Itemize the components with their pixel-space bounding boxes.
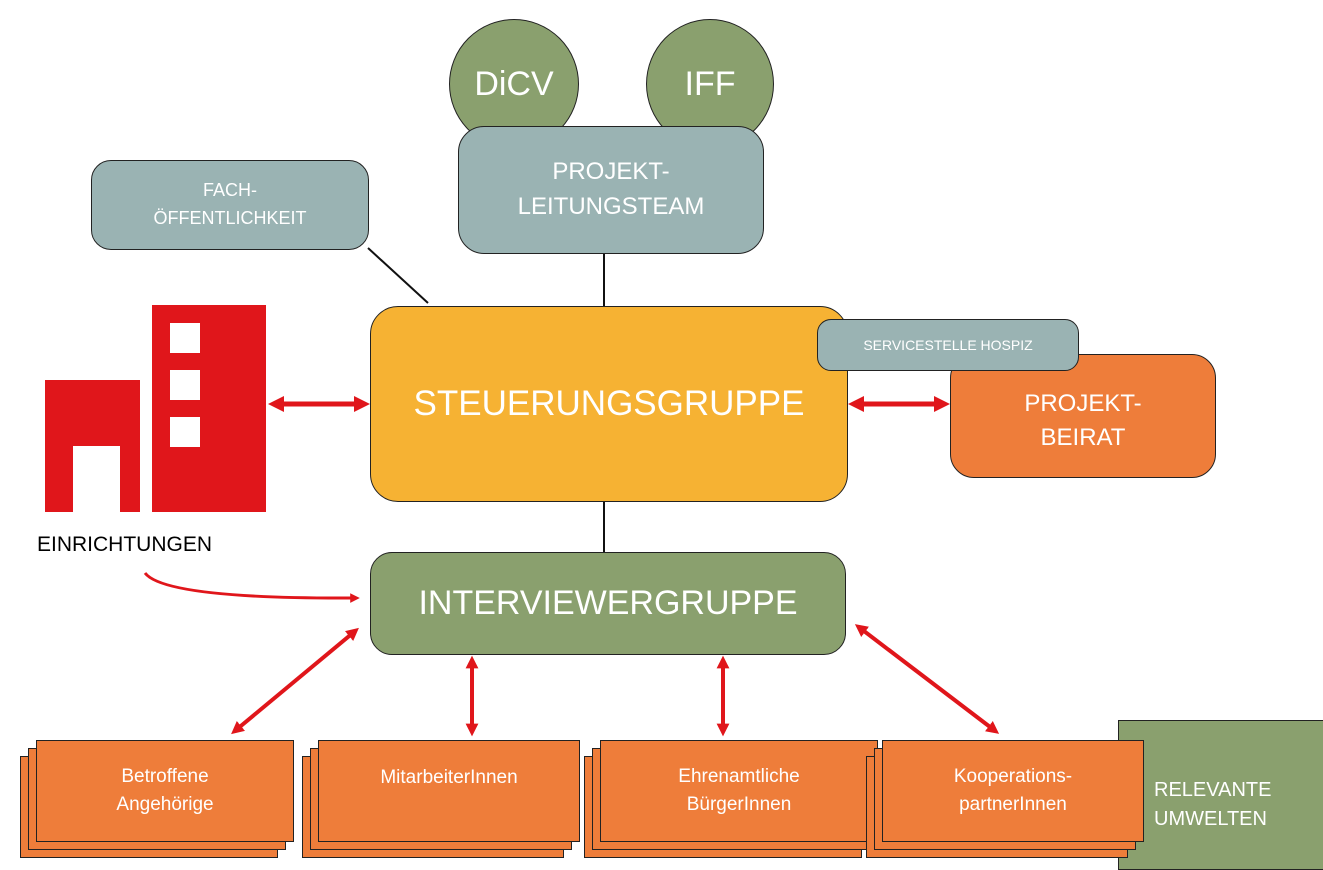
arrow-interviewer-angehoerige — [231, 627, 359, 735]
building-icon — [45, 305, 266, 512]
group-ehrenamtliche-label: Ehrenamtliche BürgerInnen — [600, 740, 878, 842]
group-mitarbeiter-label: MitarbeiterInnen — [318, 740, 580, 842]
projektleitungsteam-box: PROJEKT- LEITUNGSTEAM — [458, 126, 764, 254]
steuerungsgruppe-box: STEUERUNGSGRUPPE — [370, 306, 848, 502]
interviewergruppe-box: INTERVIEWERGRUPPE — [370, 552, 846, 655]
arrow-einrichtungen-interviewer — [143, 571, 360, 603]
arrow-interviewer-kooperation — [854, 624, 1000, 734]
projektbeirat-box: PROJEKT- BEIRAT — [950, 354, 1216, 478]
servicestelle-box: SERVICESTELLE HOSPIZ — [817, 319, 1079, 371]
einrichtungen-label: EINRICHTUNGEN — [37, 533, 213, 556]
relevante-umwelten-box: RELEVANTE UMWELTEN — [1118, 720, 1323, 870]
fachoeffentlichkeit-box: FACH- ÖFFENTLICHKEIT — [91, 160, 369, 250]
group-angehoerige-label: Betroffene Angehörige — [36, 740, 294, 842]
line-fach-steuerung — [367, 247, 429, 304]
group-kooperation-label: Kooperations- partnerInnen — [882, 740, 1144, 842]
